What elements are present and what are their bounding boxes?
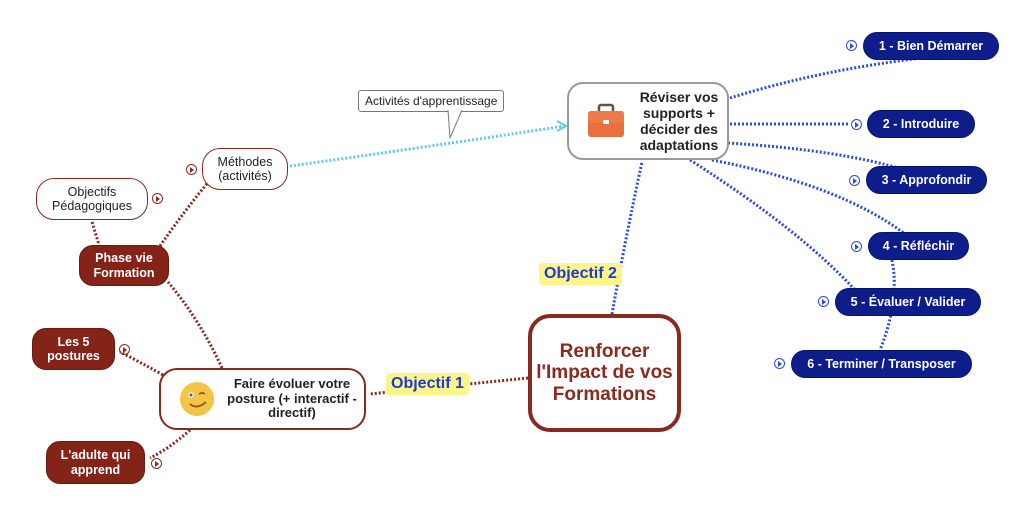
topic-reviser-supports[interactable]: Réviser vos supports + décider des adapt… xyxy=(567,82,729,160)
objective-label-2: Objectif 2 xyxy=(539,263,622,285)
expand-icon[interactable] xyxy=(851,241,862,252)
topic-objectifs-pedagogiques[interactable]: Objectifs Pédagogiques xyxy=(36,178,148,220)
expand-icon[interactable] xyxy=(851,119,862,130)
expand-icon[interactable] xyxy=(186,164,197,175)
topic-adulte-qui-apprend[interactable]: L'adulte qui apprend xyxy=(46,441,145,484)
expand-icon[interactable] xyxy=(846,40,857,51)
link-methodes-reviser xyxy=(289,124,566,168)
link-posture-phase xyxy=(166,281,224,369)
winking-smiley-icon xyxy=(180,382,214,416)
expand-icon[interactable] xyxy=(818,296,829,307)
topic-faire-evoluer-posture[interactable]: Faire évoluer votre posture (+ interacti… xyxy=(159,368,366,430)
link-step3 xyxy=(727,141,906,172)
expand-icon[interactable] xyxy=(151,458,162,469)
briefcase-icon xyxy=(588,103,624,137)
topic-methodes[interactable]: Méthodes (activités) xyxy=(202,148,288,190)
step-5[interactable]: 5 - Évaluer / Valider xyxy=(835,288,981,316)
expand-icon[interactable] xyxy=(152,193,163,204)
step-1[interactable]: 1 - Bien Démarrer xyxy=(863,32,999,60)
expand-icon[interactable] xyxy=(774,358,785,369)
expand-icon[interactable] xyxy=(119,344,130,355)
step-2[interactable]: 2 - Introduire xyxy=(867,110,975,138)
link-posture-adulte xyxy=(149,428,192,460)
central-topic[interactable]: Renforcer l'Impact de vos Formations xyxy=(528,314,681,432)
objective-label-1: Objectif 1 xyxy=(386,373,469,395)
link-step5-step6 xyxy=(878,259,896,351)
link-phase-methodes xyxy=(158,179,212,247)
link-step4 xyxy=(711,158,906,236)
link-step5 xyxy=(689,158,857,292)
step-4[interactable]: 4 - Réfléchir xyxy=(868,232,969,260)
callout-tail xyxy=(447,108,463,139)
link-posture-postures xyxy=(119,350,164,377)
step-6[interactable]: 6 - Terminer / Transposer xyxy=(791,350,972,378)
callout-activites: Activités d'apprentissage xyxy=(358,90,505,112)
link-central-reviser xyxy=(610,161,644,315)
topic-phase-vie-formation[interactable]: Phase vie Formation xyxy=(79,245,169,286)
topic-les-5-postures[interactable]: Les 5 postures xyxy=(32,328,115,370)
step-3[interactable]: 3 - Approfondir xyxy=(866,166,987,194)
link-step1 xyxy=(729,56,923,100)
expand-icon[interactable] xyxy=(849,175,860,186)
link-phase-objectifs xyxy=(90,221,102,249)
